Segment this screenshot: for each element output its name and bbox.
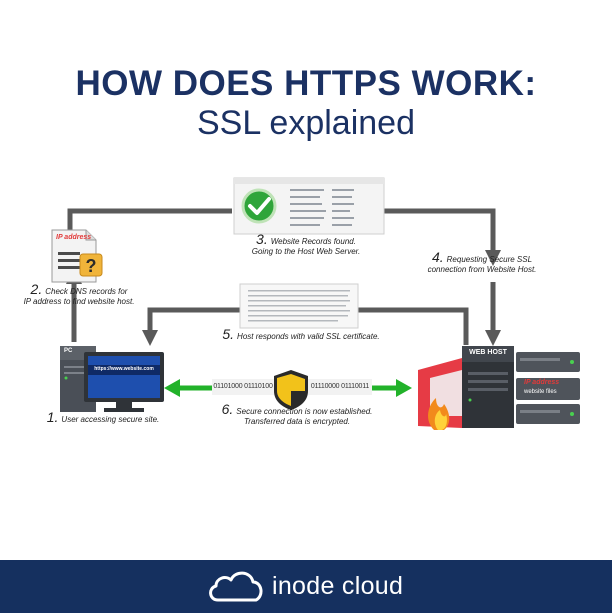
step-2-number: 2. <box>30 281 43 297</box>
binary-left-box <box>212 379 274 395</box>
step-5-caption: 5.Host responds with valid SSL certifica… <box>206 326 396 342</box>
web-host-label: WEB HOST <box>469 349 507 356</box>
step-1-caption: 1.User accessing secure site. <box>22 409 184 425</box>
step-3-number: 3. <box>256 231 268 247</box>
cloud-icon <box>209 571 263 602</box>
arrowhead-down-ssl <box>485 330 501 346</box>
web-host-server <box>462 346 514 428</box>
connector-cert-right <box>358 307 469 345</box>
arrowhead-down-cert <box>142 330 158 346</box>
shield-icon <box>274 370 308 410</box>
binary-left-text: 01101000 01110100 <box>213 383 273 390</box>
brand-name: inode cloud <box>272 572 404 600</box>
page-title: HOW DOES HTTPS WORK: <box>75 64 537 103</box>
url-label: https://www.website.com <box>94 366 154 372</box>
ip-doc-label: IP address <box>56 234 92 241</box>
step-4-number: 4. <box>431 249 444 265</box>
step-6-caption: 6.Secure connection is now established. … <box>214 401 380 427</box>
connector-dns-to-records <box>67 208 232 235</box>
step-6-line2: Transferred data is encrypted. <box>243 417 351 426</box>
side-servers <box>516 352 580 424</box>
step-3-line1: Website Records found. <box>270 237 356 246</box>
monitor <box>84 352 164 412</box>
ip-server-label: IP address <box>524 379 560 386</box>
binary-right-box <box>308 379 372 395</box>
step-4-caption: 4.Requesting Secure SSL connection from … <box>420 249 544 275</box>
step-1-number: 1. <box>46 409 59 425</box>
check-icon <box>241 188 277 224</box>
arrowhead-down-records <box>485 250 501 266</box>
step-6-line1: Secure connection is now established. <box>236 407 373 416</box>
page-subtitle: SSL explained <box>196 104 415 142</box>
step-4-line1: Requesting Secure SSL <box>446 255 533 264</box>
fire-icon <box>428 398 450 430</box>
question-icon: ? <box>79 253 103 277</box>
green-arrowhead-left <box>164 379 180 397</box>
step-4-line2: connection from Website Host. <box>427 265 537 274</box>
step-5-number: 5. <box>222 326 235 342</box>
pc-label: PC <box>64 348 73 354</box>
connector-cert-left <box>147 307 240 330</box>
step-6-number: 6. <box>221 401 234 417</box>
step-1-text: User accessing secure site. <box>61 415 160 424</box>
step-3-caption: 3.Website Records found. Going to the Ho… <box>236 231 376 257</box>
step-2-caption: 2.Check DNS records for IP address to fi… <box>18 281 140 307</box>
website-files-label: website files <box>524 389 557 395</box>
step-5-text: Host responds with valid SSL certificate… <box>237 332 380 341</box>
binary-right-text: 01110000 01110011 <box>310 383 370 390</box>
svg-text:?: ? <box>86 256 97 276</box>
green-arrowhead-right <box>396 379 412 397</box>
ssl-certificate-image <box>239 283 359 329</box>
step-3-line2: Going to the Host Web Server. <box>251 247 361 256</box>
connector-records-to-host <box>384 208 496 250</box>
step-2-line2: IP address to find website host. <box>23 297 135 306</box>
footer-bar <box>0 560 612 613</box>
step-2-line1: Check DNS records for <box>45 287 128 296</box>
diagram-canvas: ? <box>51 177 580 430</box>
